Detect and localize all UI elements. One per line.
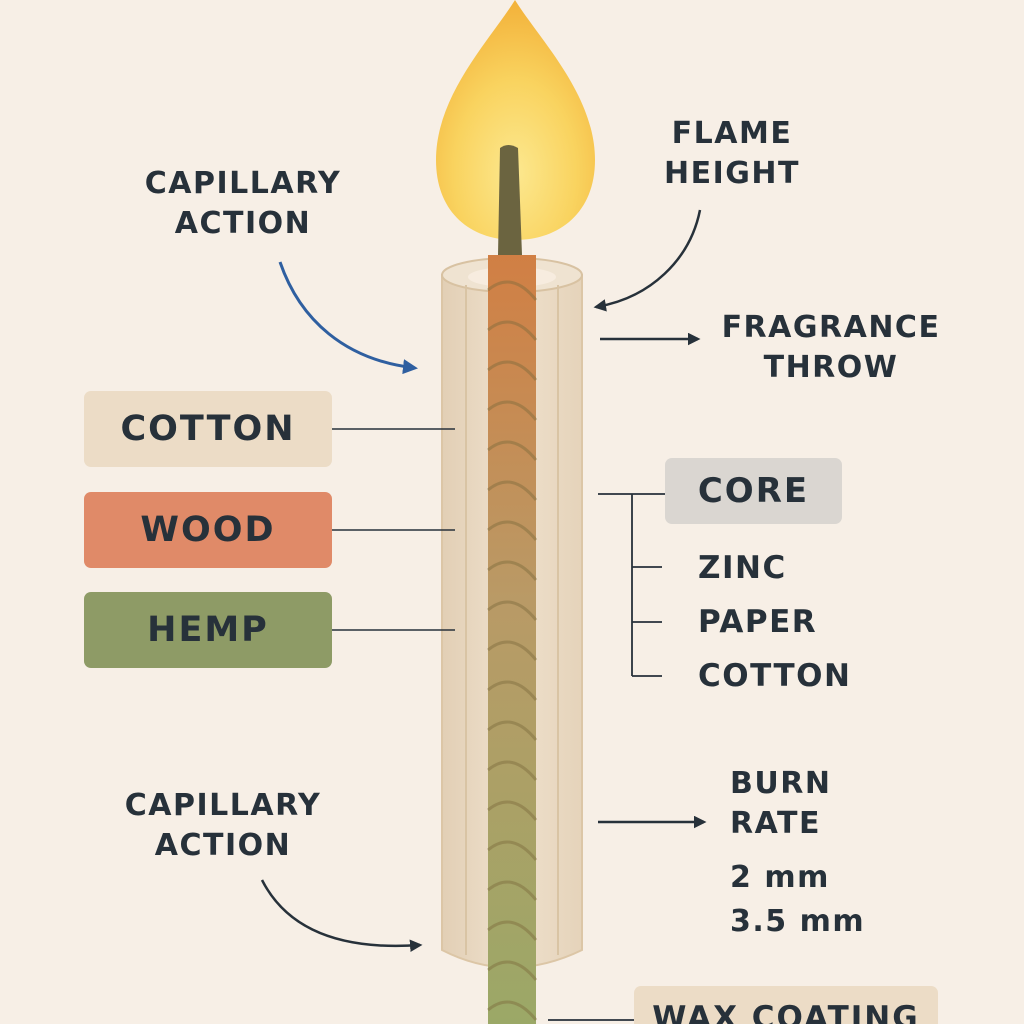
material-cotton-label: COTTON <box>120 409 296 449</box>
capillary-action-top-label: CAPILLARY ACTION <box>144 166 342 241</box>
core-item-cotton: COTTON <box>698 658 852 694</box>
material-wood-pill: WOOD <box>84 492 332 568</box>
material-hemp-label: HEMP <box>147 610 269 650</box>
core-item-paper: PAPER <box>698 604 818 640</box>
capillary-top-arrow <box>278 261 418 375</box>
burn-rate-value-1: 2 mm <box>730 860 830 895</box>
material-cotton-pill: COTTON <box>84 391 332 467</box>
burn-rate-value-2: 3.5 mm <box>730 904 866 939</box>
capillary-bottom-arrow <box>260 879 423 952</box>
wick <box>487 145 538 1024</box>
wax-coating-label: WAX COATING <box>652 1000 920 1024</box>
core-pill: CORE <box>665 458 842 524</box>
material-hemp-pill: HEMP <box>84 592 332 668</box>
material-wood-label: WOOD <box>140 510 276 550</box>
capillary-action-bottom-label: CAPILLARY ACTION <box>124 788 322 863</box>
core-item-zinc: ZINC <box>698 550 787 586</box>
core-label: CORE <box>697 471 810 511</box>
flame-shape <box>436 0 595 240</box>
flame-height-arrow <box>593 209 702 312</box>
core-bracket <box>598 493 666 677</box>
flame-height-label: FLAME HEIGHT <box>664 116 800 191</box>
burn-rate-label: BURN RATE <box>730 766 832 841</box>
fragrance-throw-label: FRAGRANCE THROW <box>721 310 941 385</box>
wax-coating-pill: WAX COATING <box>634 986 938 1024</box>
